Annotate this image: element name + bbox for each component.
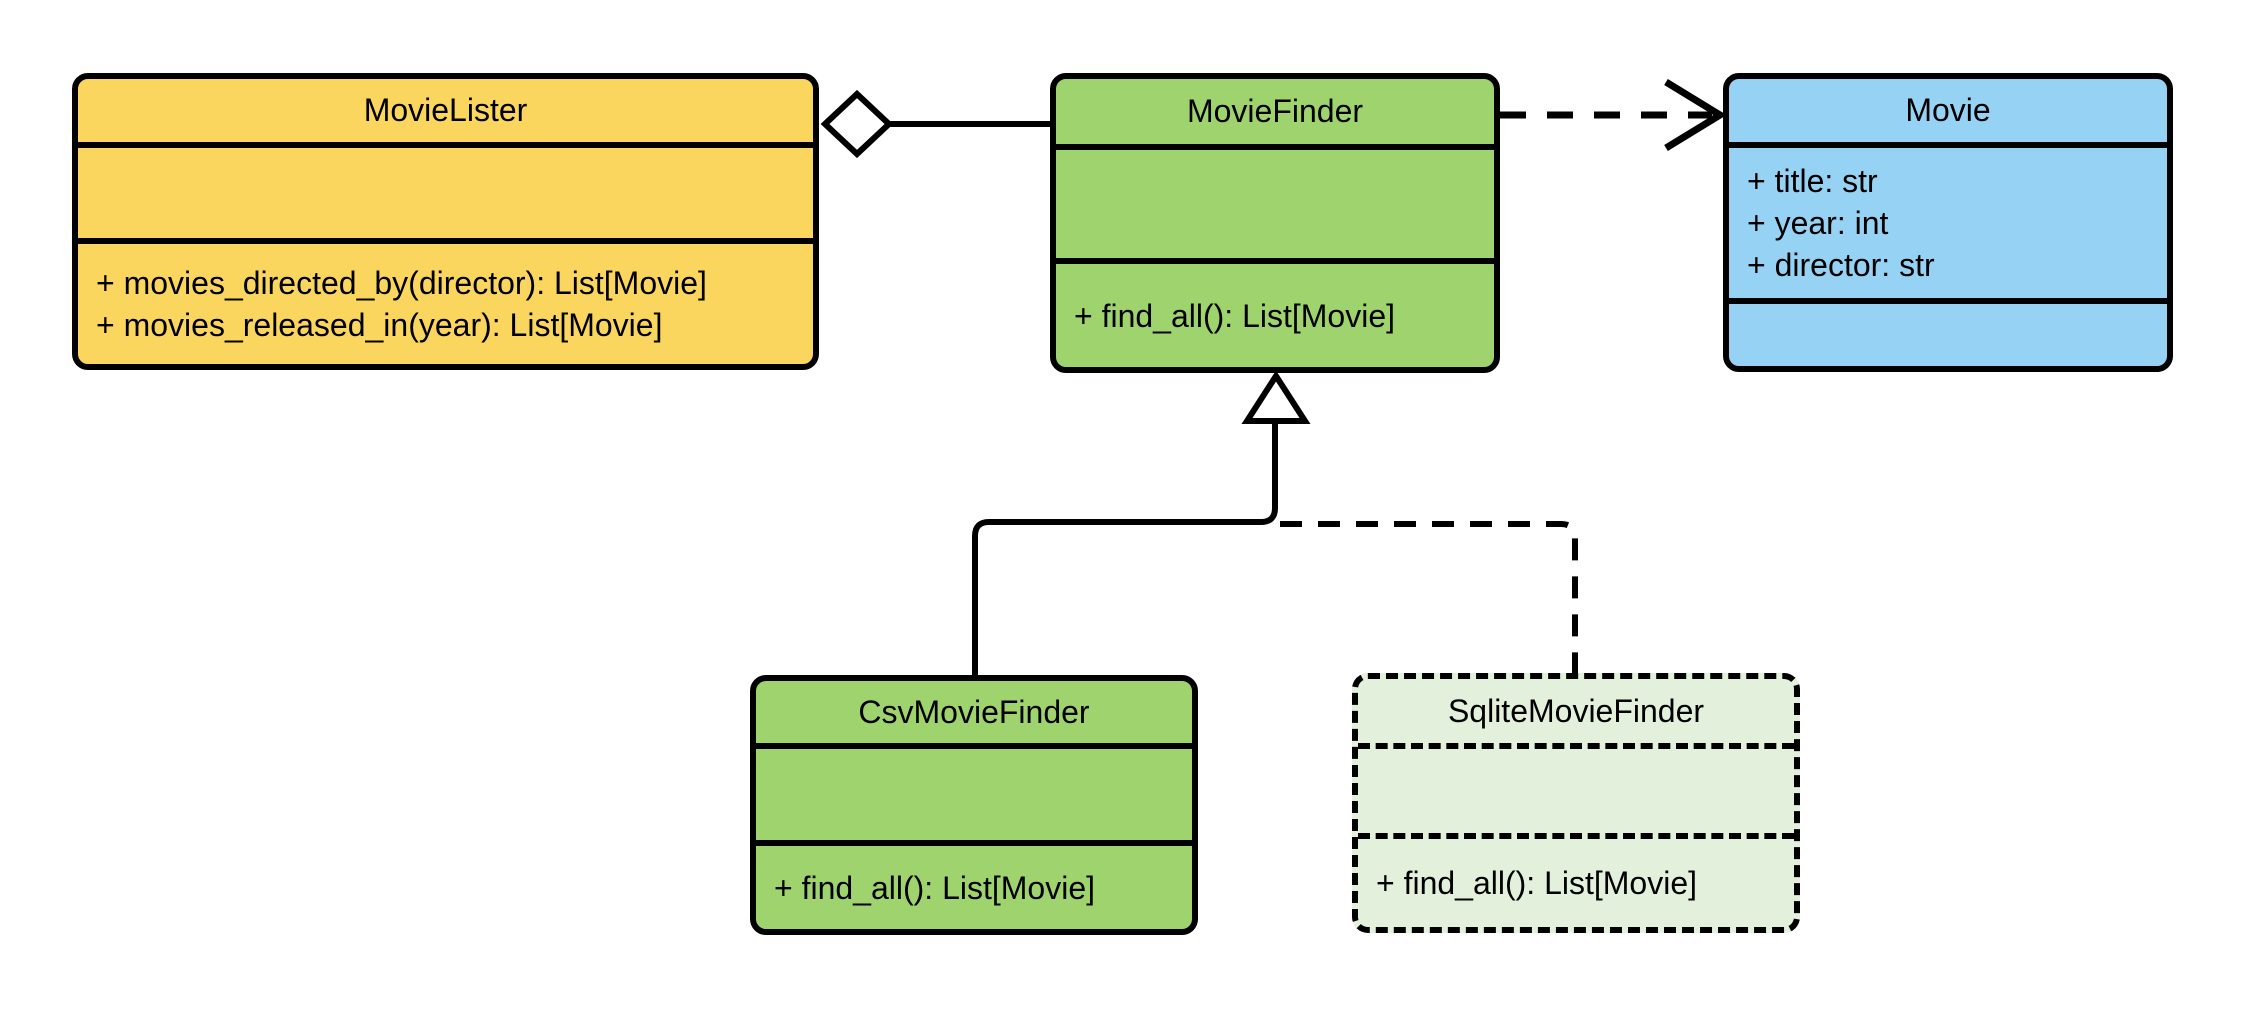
class-name-movielister: MovieLister	[363, 92, 528, 128]
class-name-moviefinder: MovieFinder	[1186, 93, 1364, 129]
attributes-compartment-movielister	[78, 142, 813, 238]
attribute-year: + year: int	[1747, 205, 1889, 241]
class-box-sqlitemoviefinder: SqliteMovieFinder + find_all(): List[Mov…	[1352, 673, 1800, 933]
class-box-movielister: MovieLister + movies_directed_by(directo…	[72, 73, 819, 370]
attributes-compartment-movie: + title: str + year: int + director: str	[1729, 142, 2167, 298]
method-find-all-sqlitemoviefinder: + find_all(): List[Movie]	[1376, 865, 1698, 901]
methods-compartment-sqlitemoviefinder: + find_all(): List[Movie]	[1358, 833, 1794, 927]
method-find-all-csvmoviefinder: + find_all(): List[Movie]	[774, 869, 1096, 906]
methods-compartment-movielister: + movies_directed_by(director): List[Mov…	[78, 238, 813, 364]
generalization-solid-line-csvmoviefinder	[972, 421, 1278, 677]
class-name-sqlitemoviefinder: SqliteMovieFinder	[1447, 692, 1705, 729]
class-name-movie: Movie	[1905, 92, 1991, 128]
methods-compartment-csvmoviefinder: + find_all(): List[Movie]	[756, 840, 1192, 929]
dependency-connector-moviefinder-movie	[1500, 79, 1727, 151]
attribute-title: + title: str	[1747, 163, 1878, 199]
method-movies-released-in: + movies_released_in(year): List[Movie]	[96, 307, 663, 343]
method-movies-directed-by: + movies_directed_by(director): List[Mov…	[96, 265, 707, 301]
generalization-triangle-icon	[1241, 370, 1311, 424]
class-name-csvmoviefinder: CsvMovieFinder	[858, 693, 1090, 730]
class-box-moviefinder: MovieFinder + find_all(): List[Movie]	[1050, 73, 1500, 373]
aggregation-diamond-icon	[820, 89, 894, 159]
generalization-dashed-line-sqlitemoviefinder	[1280, 521, 1578, 675]
methods-compartment-movie	[1729, 298, 2167, 366]
attributes-compartment-csvmoviefinder	[756, 743, 1192, 840]
methods-compartment-moviefinder: + find_all(): List[Movie]	[1056, 258, 1494, 367]
attributes-compartment-sqlitemoviefinder	[1358, 743, 1794, 833]
aggregation-connector-movielister-moviefinder	[820, 89, 1052, 159]
class-box-movie: Movie + title: str + year: int + directo…	[1723, 73, 2173, 372]
class-box-csvmoviefinder: CsvMovieFinder + find_all(): List[Movie]	[750, 675, 1198, 935]
attribute-director: + director: str	[1747, 247, 1935, 283]
dependency-open-arrowhead-icon	[1664, 79, 1727, 151]
method-find-all-moviefinder: + find_all(): List[Movie]	[1074, 297, 1396, 334]
attributes-compartment-moviefinder	[1056, 144, 1494, 258]
